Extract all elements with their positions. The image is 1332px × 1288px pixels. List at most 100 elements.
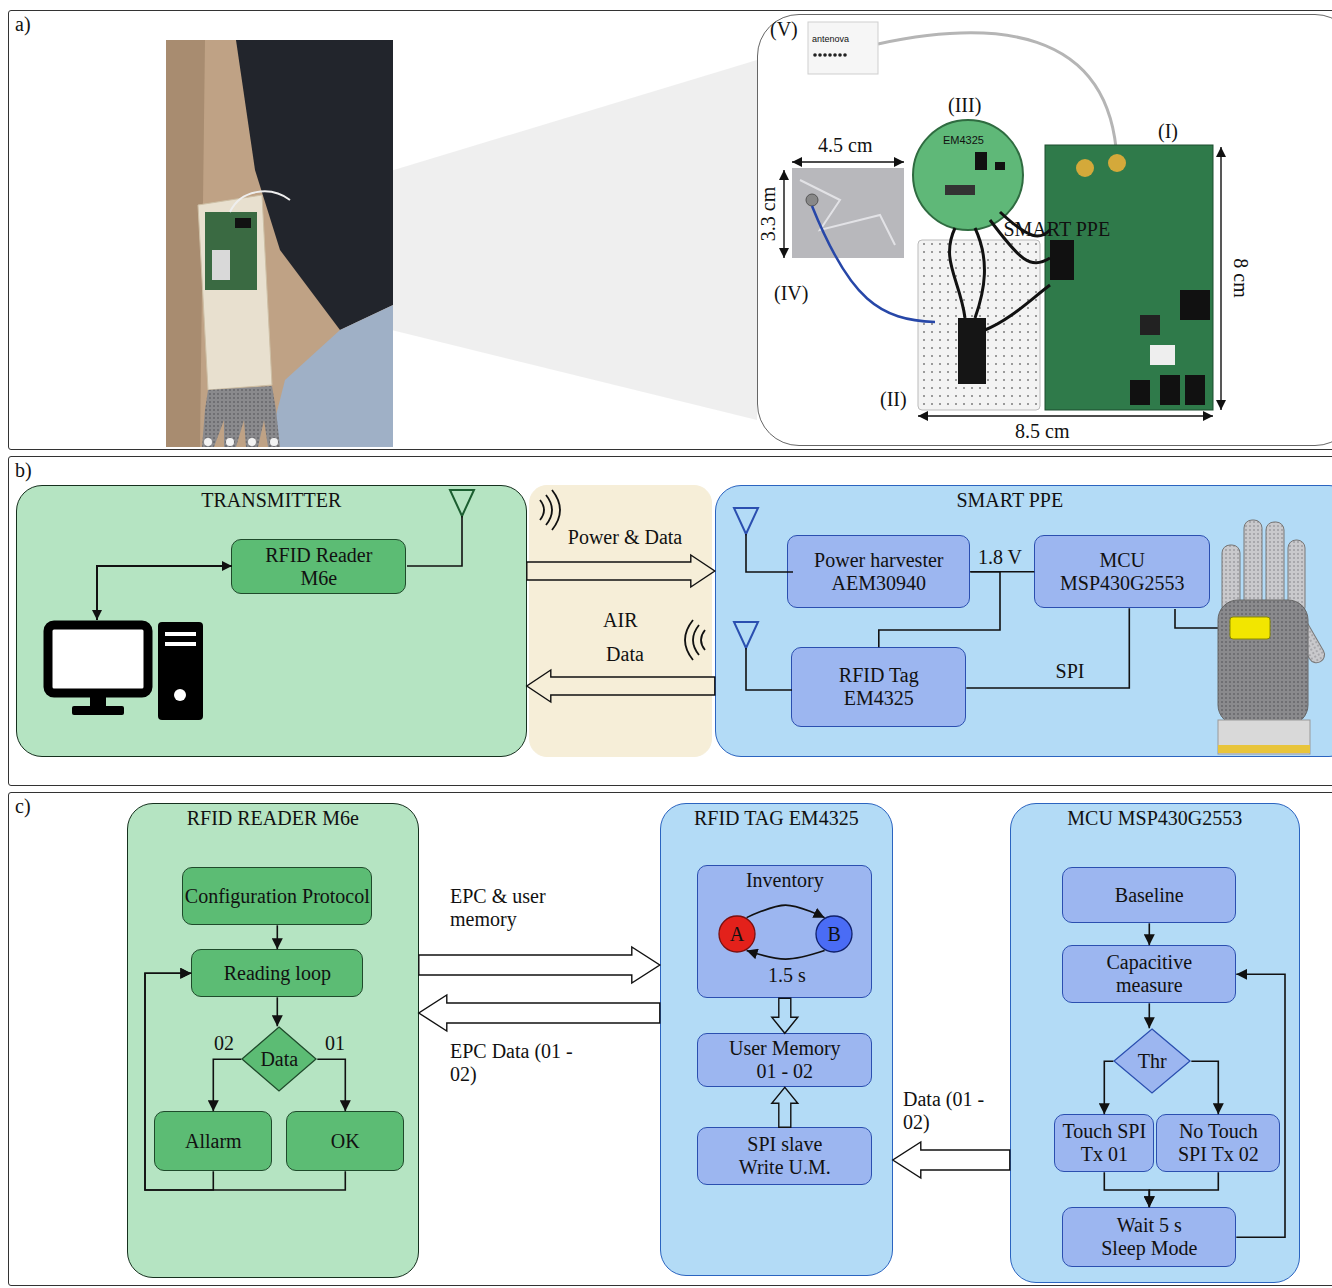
glove-icon (1266, 522, 1284, 610)
group-title: TRANSMITTER (17, 489, 526, 512)
sensor-photo (823, 53, 827, 57)
sensor-photo (808, 22, 878, 74)
edge-label-box: Power & Data (540, 526, 710, 549)
sensor-photo (843, 53, 847, 57)
sensor-photo (913, 120, 1023, 230)
node-text: No Touch SPI Tx 02 (1162, 1120, 1274, 1166)
dimension-arrow (783, 170, 784, 258)
computer-icon (90, 697, 106, 707)
dimension-label: 4.5 cm (818, 134, 872, 157)
process-box: Power harvester AEM30940 (787, 535, 970, 608)
decision-diamond: Thr (1113, 1028, 1191, 1094)
glove-icon (1230, 617, 1270, 639)
sensor-photo (792, 168, 904, 258)
computer-icon (72, 706, 124, 715)
edge-label-box: 01 (318, 1032, 352, 1055)
process-box: Reading loop (191, 949, 363, 997)
panel-letter: b) (15, 459, 1332, 482)
diamond-outline (242, 1027, 316, 1091)
process-box: MCU MSP430G2553 (1034, 535, 1210, 608)
node-text: Touch SPI Tx 01 (1060, 1120, 1148, 1166)
sensor-photo (918, 240, 1040, 410)
sensor-photo (828, 53, 832, 57)
callout-number: (V) (770, 18, 798, 41)
dimension-arrow (918, 415, 1213, 416)
channel-band: AIR (529, 485, 712, 757)
connector (1148, 1003, 1150, 1028)
process-box: Touch SPI Tx 01 (1054, 1114, 1154, 1172)
state-circle: A (718, 915, 756, 953)
group-title: SMART PPE (716, 489, 1304, 512)
sensor-photo (975, 228, 984, 318)
sensor-photo (1150, 345, 1175, 365)
edge-label-box: Data (540, 643, 710, 666)
glove-icon (1218, 720, 1310, 754)
process-box: SPI slave Write U.M. (697, 1127, 872, 1185)
group-title: RFID TAG EM4325 (661, 807, 892, 830)
dimension-label: 8.5 cm (1015, 420, 1069, 443)
dimension-label: 8 cm (1229, 258, 1252, 297)
connector (276, 997, 278, 1026)
panel-frame: b)TRANSMITTERRFID Reader M6eAIRSMART PPE… (8, 456, 1332, 786)
edge-label-box: EPC & user memory (450, 885, 600, 931)
computer-icon (165, 642, 196, 646)
arm-photo (212, 250, 230, 280)
flow-group: RFID READER M6eConfiguration ProtocolRea… (127, 803, 419, 1278)
callout-number: (III) (948, 94, 981, 117)
process-box: Baseline (1062, 867, 1236, 923)
sensor-photo (813, 53, 817, 57)
sensor-photo (958, 318, 986, 384)
process-box: Wait 5 s Sleep Mode (1062, 1207, 1236, 1267)
chip-marking: antenova (812, 34, 849, 44)
node-text: A (730, 923, 744, 946)
node-text: Allarm (185, 1130, 242, 1153)
circle-outline (816, 916, 852, 952)
arm-photo (166, 40, 393, 447)
sensor-photo (1050, 240, 1074, 280)
arm-photo (198, 195, 272, 390)
callout-number: (III) (948, 94, 981, 117)
node-text: OK (331, 1130, 360, 1153)
computer-icon (165, 632, 196, 636)
node-text: SPI slave Write U.M. (725, 1133, 845, 1179)
sensor-photo (975, 152, 987, 170)
sensor-photo (1130, 380, 1150, 405)
callout-number: (I) (1158, 120, 1178, 143)
edge-label: Power & Data (540, 526, 710, 549)
arm-photo (166, 40, 205, 447)
decision-diamond: Data (241, 1026, 317, 1092)
node-text: Wait 5 s Sleep Mode (1094, 1214, 1204, 1260)
sensor-photo (1140, 315, 1160, 335)
node-text: MCU MSP430G2553 (1047, 549, 1197, 595)
arm-photo (270, 438, 278, 446)
process-box: No Touch SPI Tx 02 (1156, 1114, 1280, 1172)
sensor-photo (945, 185, 975, 195)
dimension-label: 8.5 cm (1015, 420, 1069, 443)
process-box: Allarm (154, 1111, 272, 1171)
node-text: Configuration Protocol (185, 885, 370, 908)
process-box: User Memory 01 - 02 (697, 1033, 872, 1087)
arm-photo (248, 438, 256, 446)
group-title: Inventory (698, 869, 871, 892)
flow-group: MCU MSP430G2553BaselineCapacitive measur… (1010, 803, 1300, 1283)
group-title: RFID READER M6e (128, 807, 418, 830)
callout-number: (I) (1158, 120, 1178, 143)
sensor-photo (1160, 375, 1180, 405)
node-text: User Memory 01 - 02 (720, 1037, 850, 1083)
circle-outline (719, 916, 755, 952)
process-box: Capacitive measure (1062, 945, 1236, 1003)
flow-group: RFID TAG EM4325InventoryABUser Memory 01… (660, 803, 893, 1276)
process-box: Configuration Protocol (182, 867, 372, 925)
arm-photo (268, 305, 393, 447)
computer-icon (174, 689, 186, 701)
arm-photo (204, 438, 212, 446)
computer-icon (48, 625, 148, 693)
edge-label-box: 1.5 s (757, 964, 817, 987)
node-text: Thr (1138, 1050, 1167, 1073)
sensor-photo (1180, 290, 1210, 320)
callout-number: (II) (880, 388, 907, 411)
edge-label-box: EPC Data (01 - 02) (450, 1040, 600, 1086)
sensor-photo (806, 194, 818, 206)
